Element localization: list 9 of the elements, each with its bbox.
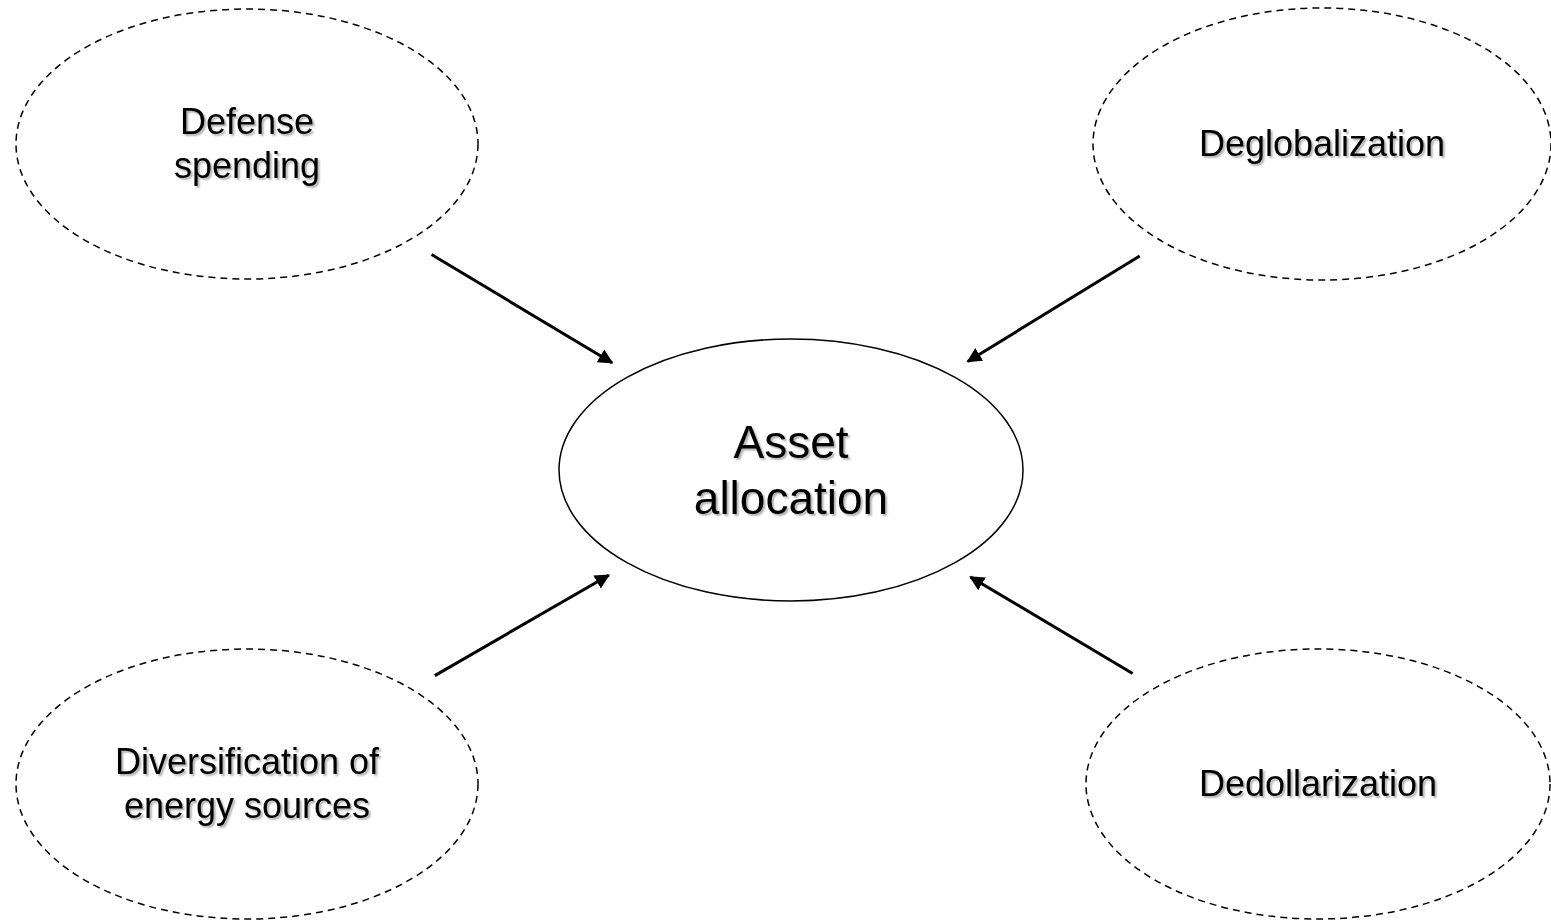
node-label: Deglobalization <box>1198 122 1446 166</box>
node-label: Defense spending <box>172 100 322 188</box>
arrow <box>434 573 611 677</box>
arrow <box>430 253 614 365</box>
arrow <box>969 575 1134 675</box>
arrow <box>966 254 1141 363</box>
node-label: Diversification of energy sources <box>113 740 381 828</box>
node-label: Asset allocation <box>692 414 890 526</box>
node-label: Dedollarization <box>1198 762 1438 806</box>
